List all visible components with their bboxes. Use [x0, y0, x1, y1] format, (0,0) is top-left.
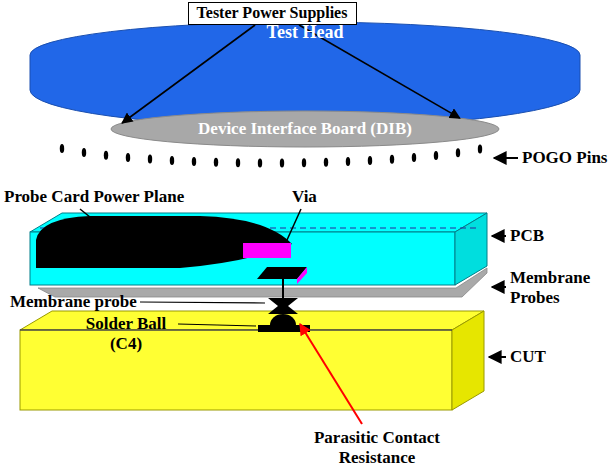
pogo-pin	[390, 155, 394, 164]
pogo-pin	[412, 153, 416, 162]
part-label: PCB	[510, 226, 544, 246]
membrane-probe-bottom	[268, 306, 298, 314]
pogo-pin	[258, 159, 262, 168]
pogo-pin	[104, 151, 108, 160]
pogo-pin	[170, 156, 174, 165]
pogo-pin	[236, 158, 240, 167]
pointer-arrow	[494, 157, 518, 159]
power-plane	[36, 216, 292, 268]
leader-line	[140, 302, 265, 303]
pogo-pin	[280, 159, 284, 168]
part-label: Probe Card Power Plane	[4, 187, 184, 207]
leader-line	[178, 324, 256, 326]
cut-front	[20, 330, 452, 410]
leader-line	[80, 209, 95, 221]
pogo-pin	[434, 151, 438, 160]
membrane-probe-top	[268, 298, 298, 306]
pogo-pin	[302, 158, 306, 167]
part-label: Parasitic Contact Resistance	[308, 428, 446, 467]
dib-ellipse: Device Interface Board (DIB)	[110, 110, 500, 148]
test-head-cylinder: Device Interface Board (DIB)Test Head	[30, 22, 580, 127]
red-arrow	[300, 324, 362, 424]
pogo-pin	[82, 148, 86, 157]
pogo-pin	[456, 148, 460, 157]
part-label: Membrane probe	[10, 292, 137, 312]
pointer-arrow	[492, 286, 506, 288]
pogo-pin	[346, 157, 350, 166]
pogo-pin	[478, 145, 482, 154]
power-supply-box: Tester Power Supplies	[188, 2, 357, 25]
pogo-pin	[192, 157, 196, 166]
pogo-pin	[324, 158, 328, 167]
node-text: Device Interface Board (DIB)	[198, 119, 412, 139]
pogo-pin	[60, 144, 64, 153]
probe-pad-side	[297, 267, 307, 284]
node-text: Test Head	[267, 22, 344, 43]
part-label: Solder Ball (C4)	[78, 314, 174, 353]
pogo-pin	[214, 158, 218, 167]
part-label: Membrane Probes	[510, 268, 602, 307]
pcb-slab	[30, 213, 487, 285]
cut-edge	[20, 330, 452, 331]
pogo-pin	[368, 156, 372, 165]
pogo-pin	[126, 153, 130, 162]
pointer-arrow	[489, 356, 506, 358]
cut-slab	[20, 311, 484, 410]
pogo-pin	[148, 155, 152, 164]
part-label: Via	[292, 187, 317, 207]
dib-outline	[111, 111, 499, 147]
part-label: POGO Pins	[522, 148, 607, 168]
part-label: CUT	[510, 347, 546, 367]
cut-side	[452, 311, 484, 410]
via	[243, 243, 291, 258]
leader-line	[287, 209, 301, 240]
pogo-pins	[60, 144, 482, 167]
node-text: Tester Power Supplies	[197, 4, 348, 22]
pointer-arrow	[492, 235, 506, 237]
probe-stem	[282, 279, 284, 298]
solder-ball	[270, 314, 296, 325]
